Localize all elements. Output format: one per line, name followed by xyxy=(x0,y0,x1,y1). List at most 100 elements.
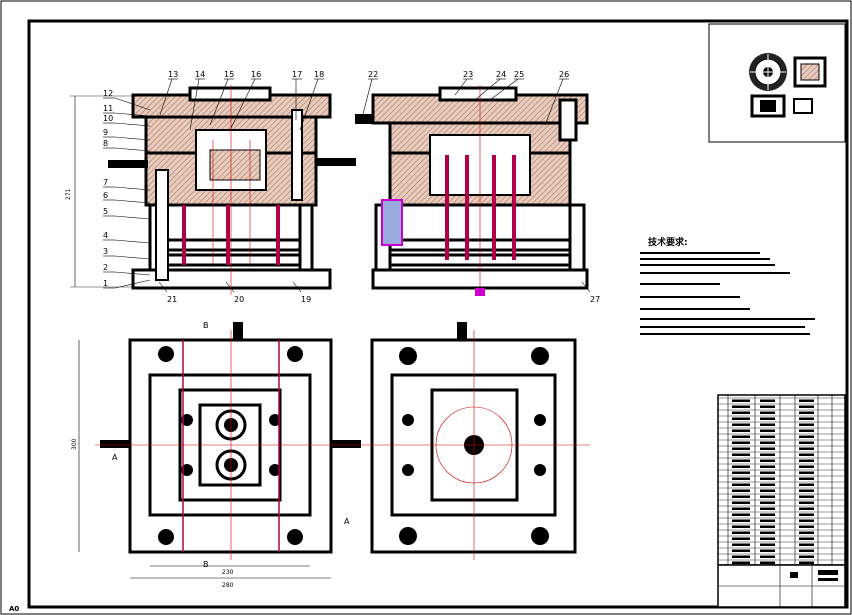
bom-row-text xyxy=(799,519,814,522)
bom-row-text xyxy=(760,561,775,564)
tech-requirements-notes xyxy=(640,252,815,335)
bom-row-text xyxy=(799,399,814,402)
leader-line xyxy=(299,78,319,131)
bom-row-text xyxy=(732,477,750,480)
bom-row-text xyxy=(732,507,750,510)
leader-line xyxy=(114,147,151,152)
bom-row-text xyxy=(799,537,814,540)
leader-line xyxy=(114,239,151,244)
leader-line xyxy=(159,78,173,116)
section-marker-b-top: B xyxy=(203,321,209,330)
bom-row-text xyxy=(732,525,750,528)
leader-line xyxy=(114,136,151,141)
bom-row-text xyxy=(799,501,814,504)
part-number-top: 14 xyxy=(195,70,205,79)
bom-row-text xyxy=(732,465,750,468)
part-number-left: 2 xyxy=(103,263,108,272)
part-number-left: 6 xyxy=(103,191,108,200)
bom-row-text xyxy=(760,531,775,534)
leader-line xyxy=(229,78,256,131)
bom-row-text xyxy=(732,447,750,450)
bom-row-text xyxy=(799,495,814,498)
bom-row-text xyxy=(799,489,814,492)
bom-row-text xyxy=(760,447,775,450)
bom-row-text xyxy=(799,405,814,408)
bom-row-text xyxy=(799,483,814,486)
bom-row-text xyxy=(760,495,775,498)
bom-row-text xyxy=(732,489,750,492)
part-number-left: 11 xyxy=(103,104,113,113)
part-number-top: 23 xyxy=(463,70,473,79)
part-number-top: 17 xyxy=(292,70,302,79)
bom-row-text xyxy=(732,495,750,498)
leader-line xyxy=(114,271,151,276)
bom-row-text xyxy=(732,501,750,504)
bom-row-text xyxy=(799,513,814,516)
bom-row-text xyxy=(760,429,775,432)
bom-row-text xyxy=(760,453,775,456)
part-number-top: 16 xyxy=(251,70,261,79)
bom-row-text xyxy=(732,411,750,414)
bom-row-text xyxy=(732,399,750,402)
part-number-bottom: 19 xyxy=(301,295,311,304)
bom-row-text xyxy=(799,447,814,450)
part-number-top: 24 xyxy=(496,70,506,79)
leader-line xyxy=(361,78,373,119)
bom-row-text xyxy=(799,459,814,462)
outer-width-dimension: 280 xyxy=(222,582,234,589)
title-block xyxy=(717,564,846,608)
tech-requirements-title: 技术要求: xyxy=(648,236,688,248)
bom-row-text xyxy=(799,543,814,546)
bom-row-text xyxy=(760,483,775,486)
bom-row-text xyxy=(760,477,775,480)
leader-line xyxy=(114,199,151,204)
bom-row-text xyxy=(760,471,775,474)
bom-row-text xyxy=(760,417,775,420)
height-dimension-front: 271 xyxy=(65,188,72,200)
bom-row-text xyxy=(732,555,750,558)
sheet-size-label: A0 xyxy=(9,605,19,613)
inner-width-dimension: 230 xyxy=(222,569,234,576)
part-number-left: 8 xyxy=(103,139,108,148)
section-marker-b-bottom: B xyxy=(203,560,209,569)
part-number-top: 22 xyxy=(368,70,378,79)
bom-row-text xyxy=(760,405,775,408)
part-number-left: 1 xyxy=(103,279,108,288)
part-number-left: 9 xyxy=(103,128,108,137)
bom-row-text xyxy=(799,531,814,534)
bom-row-text xyxy=(760,549,775,552)
bom-row-text xyxy=(732,441,750,444)
height-dimension-plan: 300 xyxy=(71,438,78,450)
leader-line xyxy=(114,112,151,117)
bom-row-text xyxy=(732,561,750,564)
part-number-left: 10 xyxy=(103,114,113,123)
bom-row-text xyxy=(732,549,750,552)
bom-row-text xyxy=(799,417,814,420)
part-number-left: 7 xyxy=(103,178,108,187)
bom-row-text xyxy=(760,489,775,492)
inner-frame xyxy=(27,19,849,609)
bom-row-text xyxy=(732,429,750,432)
section-marker-a-left: A xyxy=(112,453,118,462)
leader-line xyxy=(292,281,302,293)
bom-row-text xyxy=(799,465,814,468)
part-number-left: 4 xyxy=(103,231,108,240)
bom-row-text xyxy=(799,441,814,444)
bom-row-text xyxy=(799,471,814,474)
bom-row-text xyxy=(799,453,814,456)
leader-line xyxy=(454,78,468,96)
bom-row-text xyxy=(760,501,775,504)
section-marker-a-right: A xyxy=(344,517,350,526)
bom-row-text xyxy=(799,411,814,414)
leader-line xyxy=(114,279,151,289)
part-number-bottom: 20 xyxy=(234,295,244,304)
plan-view-moving-half xyxy=(78,322,365,579)
bom-row-text xyxy=(760,411,775,414)
side-section-view xyxy=(355,85,589,296)
bom-row-text xyxy=(760,435,775,438)
bom-row-text xyxy=(799,435,814,438)
bom-row-text xyxy=(760,423,775,426)
bom-row-text xyxy=(732,423,750,426)
